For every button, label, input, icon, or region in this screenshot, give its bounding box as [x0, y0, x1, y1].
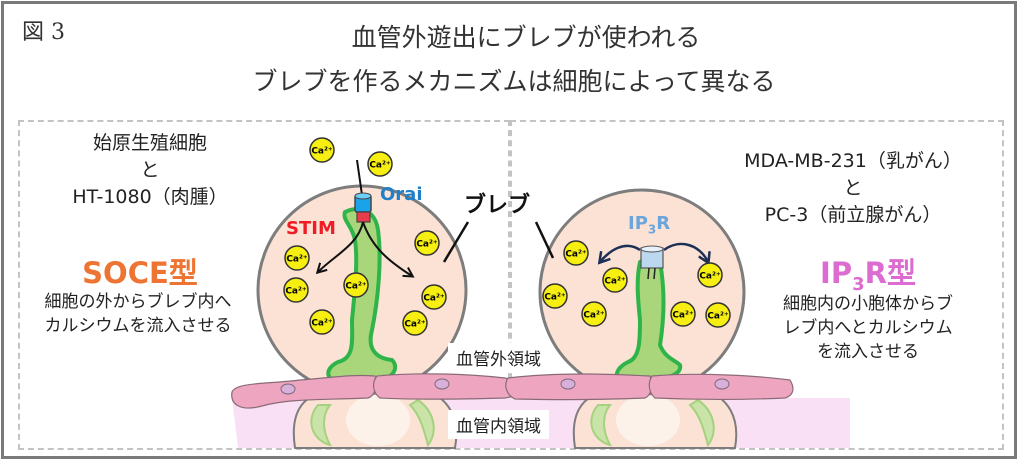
calcium-ion [563, 240, 589, 266]
stim-label: STIM [286, 218, 336, 239]
ip3r-panel [510, 120, 1004, 450]
soce-type-label: SOCE型 [82, 256, 198, 290]
figure-title-line1: 血管外遊出にブレブが使われる [351, 23, 701, 52]
bleb-pointer-left [442, 221, 470, 263]
calcium-ion [402, 310, 428, 336]
ip3r-channel-sub: 3 [647, 222, 657, 237]
calcium-ion [283, 277, 309, 303]
left-cells-label: 始原生殖細胞 と HT-1080（肉腫） [60, 130, 240, 211]
calcium-ion-label: Ca²⁺ [311, 319, 333, 329]
calcium-ion-label: Ca²⁺ [369, 161, 391, 171]
ip3r-desc-line2: レブ内へとカルシウム [783, 318, 953, 338]
calcium-ion [581, 301, 607, 327]
calcium-ion-label: Ca²⁺ [699, 272, 721, 282]
ip3r-type-sub: 3 [852, 273, 865, 295]
ip3r-channel-label: IP3R [628, 213, 670, 237]
calcium-ion [367, 151, 393, 177]
soce-description: 細胞の外からブレブ内へ カルシウムを流入させる [22, 290, 254, 338]
ip3r-type-end: R型 [864, 256, 916, 290]
orai-label: Orai [380, 184, 423, 205]
soce-desc-line1: 細胞の外からブレブ内へ [44, 292, 232, 312]
ip3r-channel-ip: IP [628, 213, 648, 234]
left-cells-line1: 始原生殖細胞 [92, 132, 207, 154]
calcium-ion-label: Ca²⁺ [345, 282, 367, 292]
calcium-ion-label: Ca²⁺ [583, 311, 605, 321]
calcium-ion-label: Ca²⁺ [285, 287, 307, 297]
ip3r-desc-line3: を流入させる [817, 342, 919, 362]
ip3r-description: 細胞内の小胞体からブ レブ内へとカルシウム を流入させる [758, 292, 978, 364]
figure-title-line2: ブレブを作るメカニズムは細胞によって異なる [252, 67, 776, 96]
left-cell-body [292, 389, 458, 449]
calcium-ion [421, 284, 447, 310]
figure-label: 図 3 [22, 20, 65, 45]
calcium-ion [343, 272, 369, 298]
bleb-pointer-right [534, 221, 555, 259]
left-cells-line3: HT-1080（肉腫） [72, 186, 228, 208]
ip3r-type-label: IP3R型 [768, 250, 968, 295]
calcium-ion [705, 302, 731, 328]
calcium-ion [414, 230, 440, 256]
right-cells-line3: PC-3（前立腺がん） [764, 204, 942, 226]
calcium-ion-label: Ca²⁺ [311, 147, 333, 157]
calcium-ion-label: Ca²⁺ [604, 277, 626, 287]
calcium-ion-label: Ca²⁺ [672, 311, 694, 321]
calcium-ion-label: Ca²⁺ [416, 240, 438, 250]
calcium-ion-label: Ca²⁺ [707, 312, 729, 322]
calcium-ion [542, 283, 568, 309]
calcium-ion [697, 262, 723, 288]
ip3r-type-ip: IP [820, 256, 853, 290]
calcium-ion-label: Ca²⁺ [404, 320, 426, 330]
calcium-ions: Ca²⁺ Ca²⁺ Ca²⁺ Ca²⁺ Ca²⁺ Ca²⁺ Ca²⁺ Ca²⁺ Ca²⁺ Ca²⁺… [283, 137, 731, 336]
soce-desc-line2: カルシウムを流入させる [44, 316, 232, 336]
calcium-ion [602, 267, 628, 293]
calcium-ion [284, 245, 310, 271]
right-cells-line1: MDA-MB-231（乳がん） [744, 150, 962, 172]
right-cells-line2: と [843, 177, 863, 199]
calcium-ion [309, 309, 335, 335]
ip3r-desc-line1: 細胞内の小胞体からブ [783, 294, 953, 314]
endothelial-layer [231, 373, 794, 409]
left-cells-line2: と [140, 159, 160, 181]
extravascular-region-label: 血管外領域 [448, 343, 549, 372]
calcium-ion-label: Ca²⁺ [565, 250, 587, 260]
ip3r-channel-end: R [656, 213, 671, 234]
ip3r-arrow-left [600, 244, 641, 262]
right-cells-label: MDA-MB-231（乳がん） と PC-3（前立腺がん） [718, 148, 988, 229]
soce-panel [18, 120, 510, 450]
calcium-ion [309, 137, 335, 163]
bleb-label: ブレブ [464, 193, 531, 218]
calcium-ion-label: Ca²⁺ [286, 255, 308, 265]
calcium-ion-label: Ca²⁺ [423, 294, 445, 304]
stim-sensor [356, 211, 371, 223]
ip3r-arrow-right [663, 242, 708, 262]
stim-arrow-left [318, 221, 364, 272]
stim-arrow-right [362, 221, 412, 276]
calcium-ion [670, 301, 696, 327]
intravascular-region-label: 血管内領域 [448, 410, 549, 439]
calcium-ion-label: Ca²⁺ [544, 293, 566, 303]
